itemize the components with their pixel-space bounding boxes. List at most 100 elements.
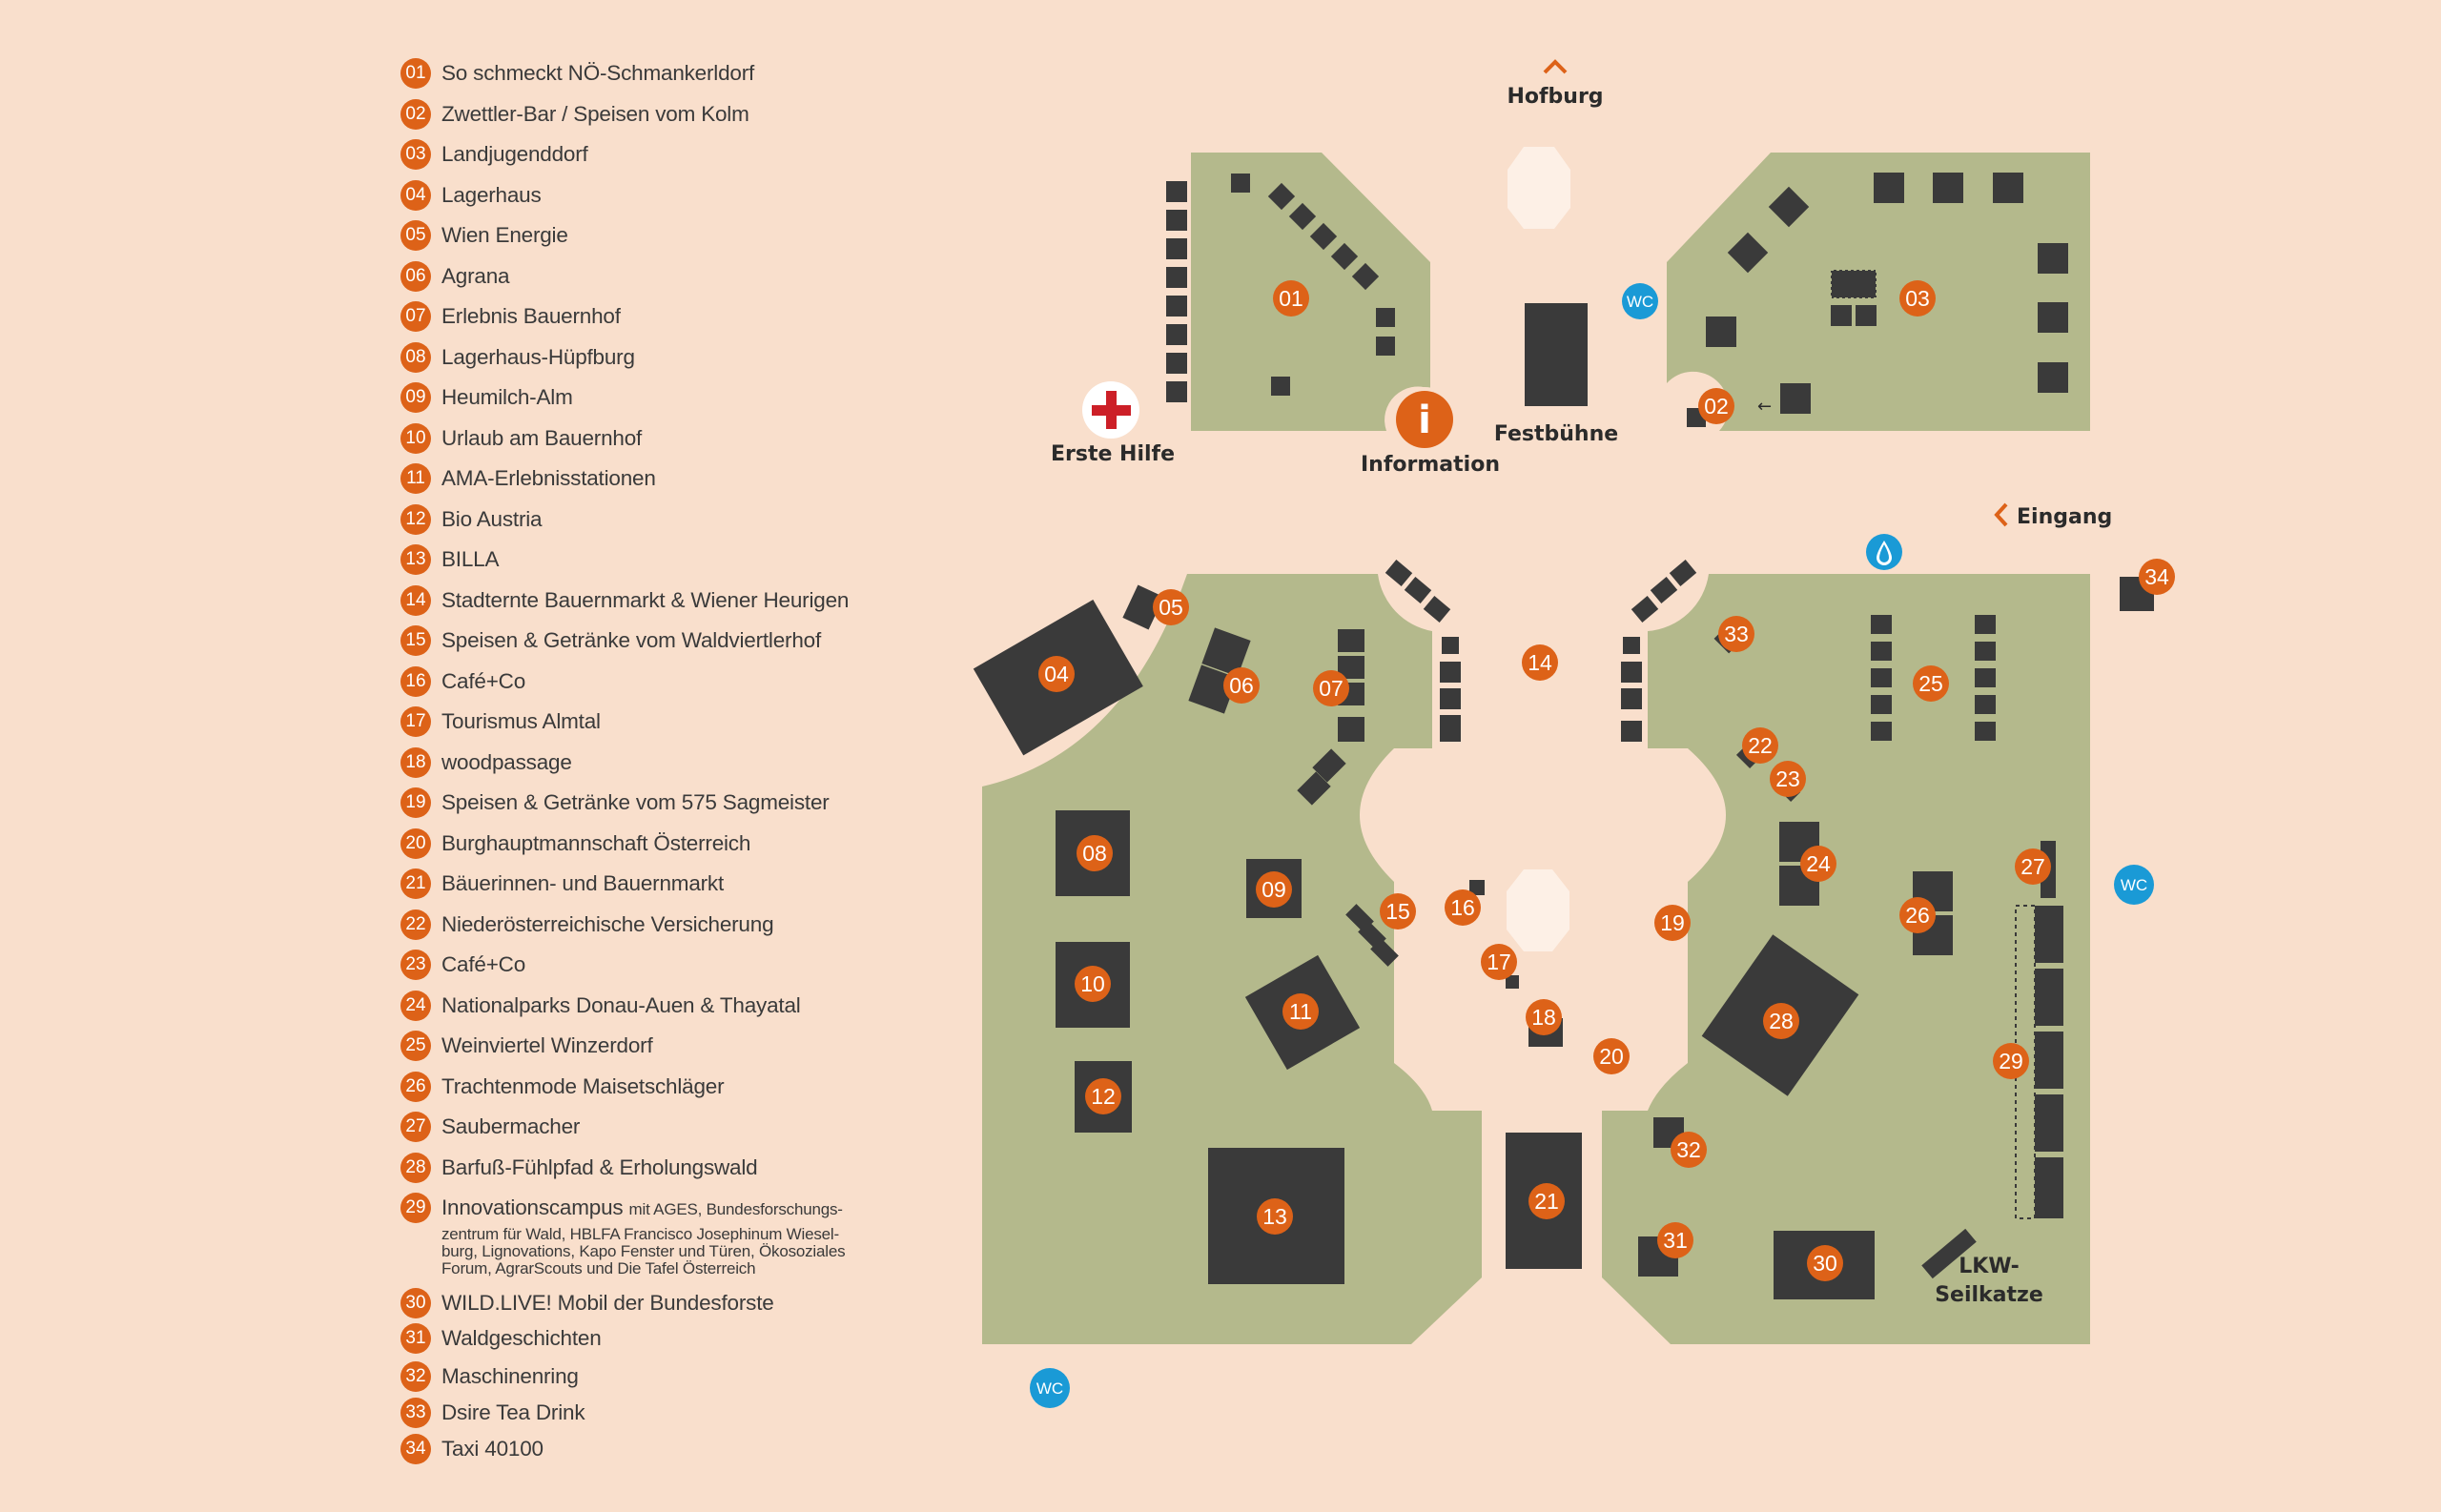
lkw-label: LKW- [1959,1255,2019,1278]
marker-11: 11 [1282,993,1319,1030]
marker-34: 34 [2139,559,2175,595]
booth [1442,637,1459,654]
legend-item-03: 03 Landjugenddorf [400,136,588,172]
area-top-right [1667,153,2090,431]
legend-label: Weinviertel Winzerdorf [441,1033,653,1057]
legend-number: 10 [400,422,431,454]
svg-text:13: 13 [1262,1204,1287,1229]
marker-21: 21 [1528,1183,1565,1219]
svg-text:31: 31 [1663,1228,1688,1253]
svg-text:08: 08 [1082,841,1107,866]
booth [1975,642,1996,661]
water-drop-icon [1866,534,1902,570]
legend-label: Stadternte Bauernmarkt & Wiener Heurigen [441,587,850,612]
marker-08: 08 [1077,835,1113,871]
legend-label: Lagerhaus-Hüpfburg [441,344,635,369]
legend-item-16: 16 Café+Co [400,664,525,699]
legend-label: Speisen & Getränke vom 575 Sagmeister [441,790,830,814]
booth [1312,748,1346,783]
booth [1440,662,1461,683]
legend-number: 27 [400,1112,431,1142]
svg-text:25: 25 [1918,671,1943,696]
legend-label: Erlebnis Bauernhof [441,304,621,328]
legend-number: 33 [400,1398,431,1428]
legend-item-04: 04 Lagerhaus [400,177,542,213]
legend-label: BILLA [441,547,500,571]
eingang-label: Eingang [2017,505,2112,529]
legend-item-17: 17 Tourismus Almtal [400,704,601,739]
booth [1385,560,1413,586]
area-bottom-right [1602,574,2090,1344]
booth [1440,688,1461,709]
booth [1621,662,1642,683]
svg-text:33: 33 [1724,622,1749,646]
marker-13: 13 [1257,1198,1293,1235]
svg-text:06: 06 [1229,673,1254,698]
legend-number: 02 [400,98,431,130]
legend-label: Landjugenddorf [441,142,588,166]
legend-number: 15 [400,625,431,656]
marker-20: 20 [1593,1038,1630,1074]
marker-31: 31 [1657,1222,1693,1258]
legend-item-20: 20 Burghauptmannschaft Österreich [400,826,750,861]
marker-15: 15 [1380,893,1416,930]
marker-26: 26 [1899,897,1936,933]
svg-text:34: 34 [2144,564,2169,589]
marker-23: 23 [1770,761,1806,797]
legend-label: WILD.LIVE! Mobil der Bundesforste [441,1291,774,1315]
svg-text:14: 14 [1528,650,1552,675]
legend-number: 12 [400,503,431,535]
legend-label: Niederösterreichische Versicherung [441,911,774,936]
booth [1871,642,1892,661]
legend-item-26: 26 Trachtenmode Maisetschläger [400,1069,725,1104]
number-markers: 01 02 03 04 05 06 07 08 09 10 11 12 13 1… [1038,280,2175,1281]
svg-text:28: 28 [1769,1009,1794,1033]
legend-label: AMA-Erlebnisstationen [441,466,656,490]
booth [1166,353,1187,374]
booth [1669,560,1697,586]
first-aid-icon [1082,381,1139,439]
svg-text:02: 02 [1704,394,1729,419]
legend-item-21: 21 Bäuerinnen- und Bauernmarkt [400,866,724,901]
legend-number: 22 [400,909,431,940]
booth [1871,615,1892,634]
legend-label: Waldgeschichten [441,1326,602,1350]
booth [1376,337,1395,356]
legend-number: 11 [400,463,431,494]
svg-text:22: 22 [1748,733,1773,758]
legend-item-12: 12 Bio Austria [400,501,543,537]
svg-text:32: 32 [1676,1137,1701,1162]
marker-03: 03 [1899,280,1936,317]
svg-text:26: 26 [1905,903,1930,928]
legend-number: 06 [400,260,431,292]
svg-text:18: 18 [1531,1005,1556,1030]
wc-icon: WC [1622,283,1658,319]
marker-30: 30 [1807,1245,1843,1281]
legend-item-09: 09 Heumilch-Alm [400,379,573,415]
svg-text:WC: WC [1036,1379,1063,1398]
marker-28: 28 [1763,1003,1799,1039]
svg-text:01: 01 [1279,286,1303,311]
legend-label: Trachtenmode Maisetschläger [441,1073,725,1098]
legend-label: Zwettler-Bar / Speisen vom Kolm [441,101,749,126]
legend-number: 03 [400,139,431,170]
legend-label: woodpassage [441,749,572,774]
legend-number: 07 [400,301,431,332]
marker-33: 33 [1718,616,1754,652]
booth [2035,969,2063,1026]
legend-label: Taxi 40100 [441,1437,544,1461]
booth [1122,584,1164,630]
legend-label: Agrana [441,263,510,288]
booth [1267,182,1296,211]
legend-label: Bio Austria [441,506,543,531]
legend-number: 18 [400,746,431,778]
booth [1780,383,1811,414]
legend-item-23: 23 Café+Co [400,947,525,982]
booth [1975,615,1996,634]
booth [1351,262,1380,291]
legend-label: Urlaub am Bauernhof [441,425,643,450]
info-icon: i [1392,387,1457,452]
booth [1933,173,1963,203]
legend-label: Wien Energie [441,223,568,247]
svg-text:24: 24 [1806,851,1831,876]
